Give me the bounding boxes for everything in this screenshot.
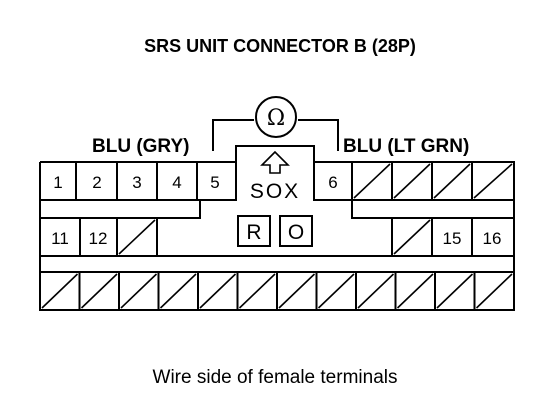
pin-12: 12 [89, 229, 108, 248]
pin-1: 1 [53, 173, 62, 192]
left-wire-label: BLU (GRY) [92, 136, 189, 157]
row3-empty-cavity [436, 273, 474, 309]
ohmmeter-icon: Ω [255, 96, 297, 138]
row3-empty-cavity [475, 273, 513, 309]
row3-empty-cavity [396, 273, 434, 309]
diagram-caption: Wire side of female terminals [153, 367, 398, 388]
row3-empty-cavity [278, 273, 316, 309]
pin-4: 4 [172, 173, 181, 192]
right-wire-label: BLU (LT GRN) [343, 136, 469, 157]
meter-wire-left [212, 119, 254, 151]
row3-empty-cavity [80, 273, 118, 309]
pin-6: 6 [328, 173, 337, 192]
svg-text:R: R [246, 221, 261, 244]
pin-5: 5 [210, 173, 219, 192]
row2-dividers [79, 218, 473, 256]
status-letter-o: O [279, 215, 313, 247]
pin-16: 16 [483, 229, 502, 248]
row3-empty-cavity [120, 273, 158, 309]
pin-15: 15 [443, 229, 462, 248]
row2-empty-cavities [118, 219, 431, 255]
row3-empty-cavity [238, 273, 276, 309]
ohm-symbol: Ω [267, 106, 285, 131]
row3-empty-cavity [357, 273, 395, 309]
row1-dividers [75, 162, 473, 200]
up-arrow-icon [260, 150, 290, 174]
diagram-title: SRS UNIT CONNECTOR B (28P) [144, 36, 416, 56]
status-letter-r: R [237, 215, 271, 247]
row3-empty-cavities [41, 272, 513, 310]
lock-label: SOX [250, 180, 300, 203]
pin-3: 3 [132, 173, 141, 192]
svg-text:O: O [288, 221, 304, 244]
pin-11: 11 [51, 229, 69, 248]
row3-empty-cavity [317, 273, 355, 309]
row3-empty-cavity [199, 273, 237, 309]
row3-empty-cavity [159, 273, 197, 309]
pin-2: 2 [92, 173, 101, 192]
meter-wire-right [298, 119, 339, 151]
row1-empty-cavities [353, 163, 513, 199]
row3-empty-cavity [41, 273, 79, 309]
